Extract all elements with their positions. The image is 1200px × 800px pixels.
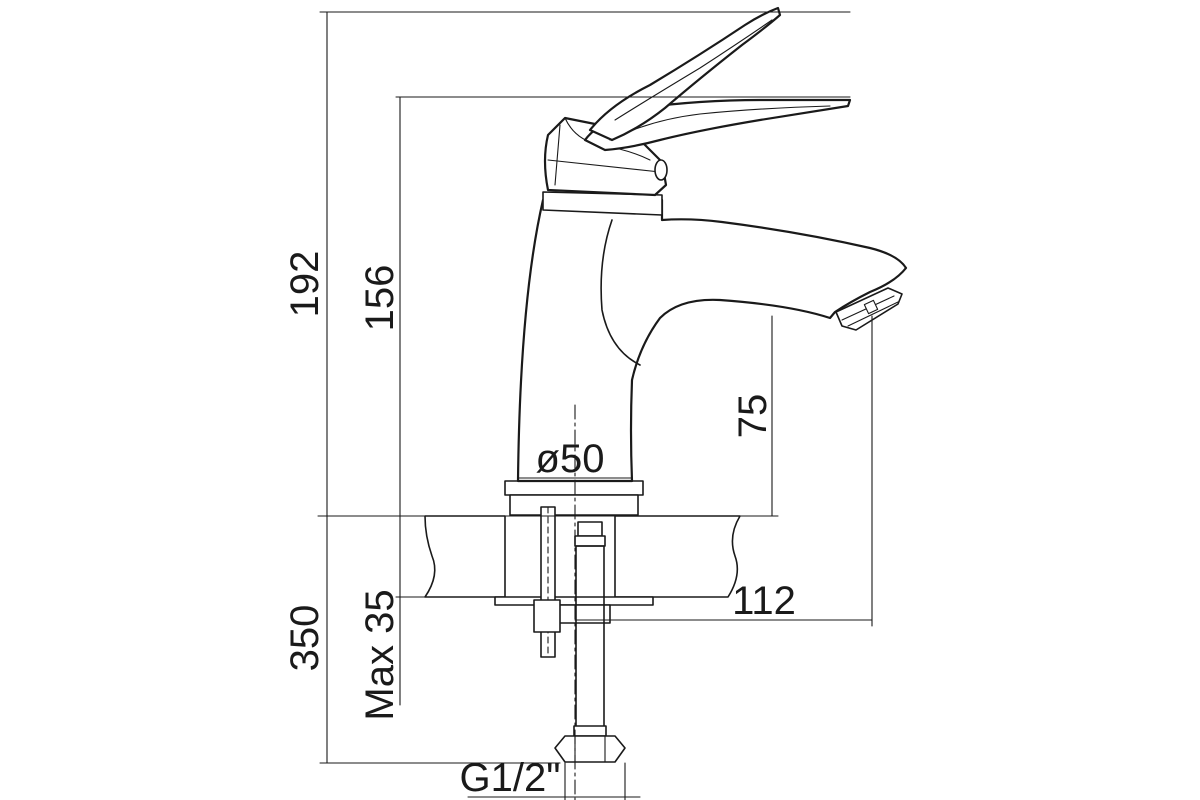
dimension-lines <box>317 11 873 800</box>
mounting-stud <box>533 506 561 658</box>
label-spout-height: 156 <box>358 265 402 332</box>
label-base-diameter: ø50 <box>536 437 605 481</box>
label-total-height: 192 <box>283 251 327 318</box>
label-outlet-height: 75 <box>731 394 775 439</box>
faucet-body <box>494 6 908 624</box>
label-spout-reach: 112 <box>732 579 796 623</box>
label-thread: G1/2" <box>460 756 561 800</box>
label-hose-length: 350 <box>283 605 327 672</box>
label-max-countertop: Max 35 <box>358 589 402 720</box>
dimension-labels: 192 156 75 ø50 112 350 Max 35 G1/2" <box>283 251 796 800</box>
